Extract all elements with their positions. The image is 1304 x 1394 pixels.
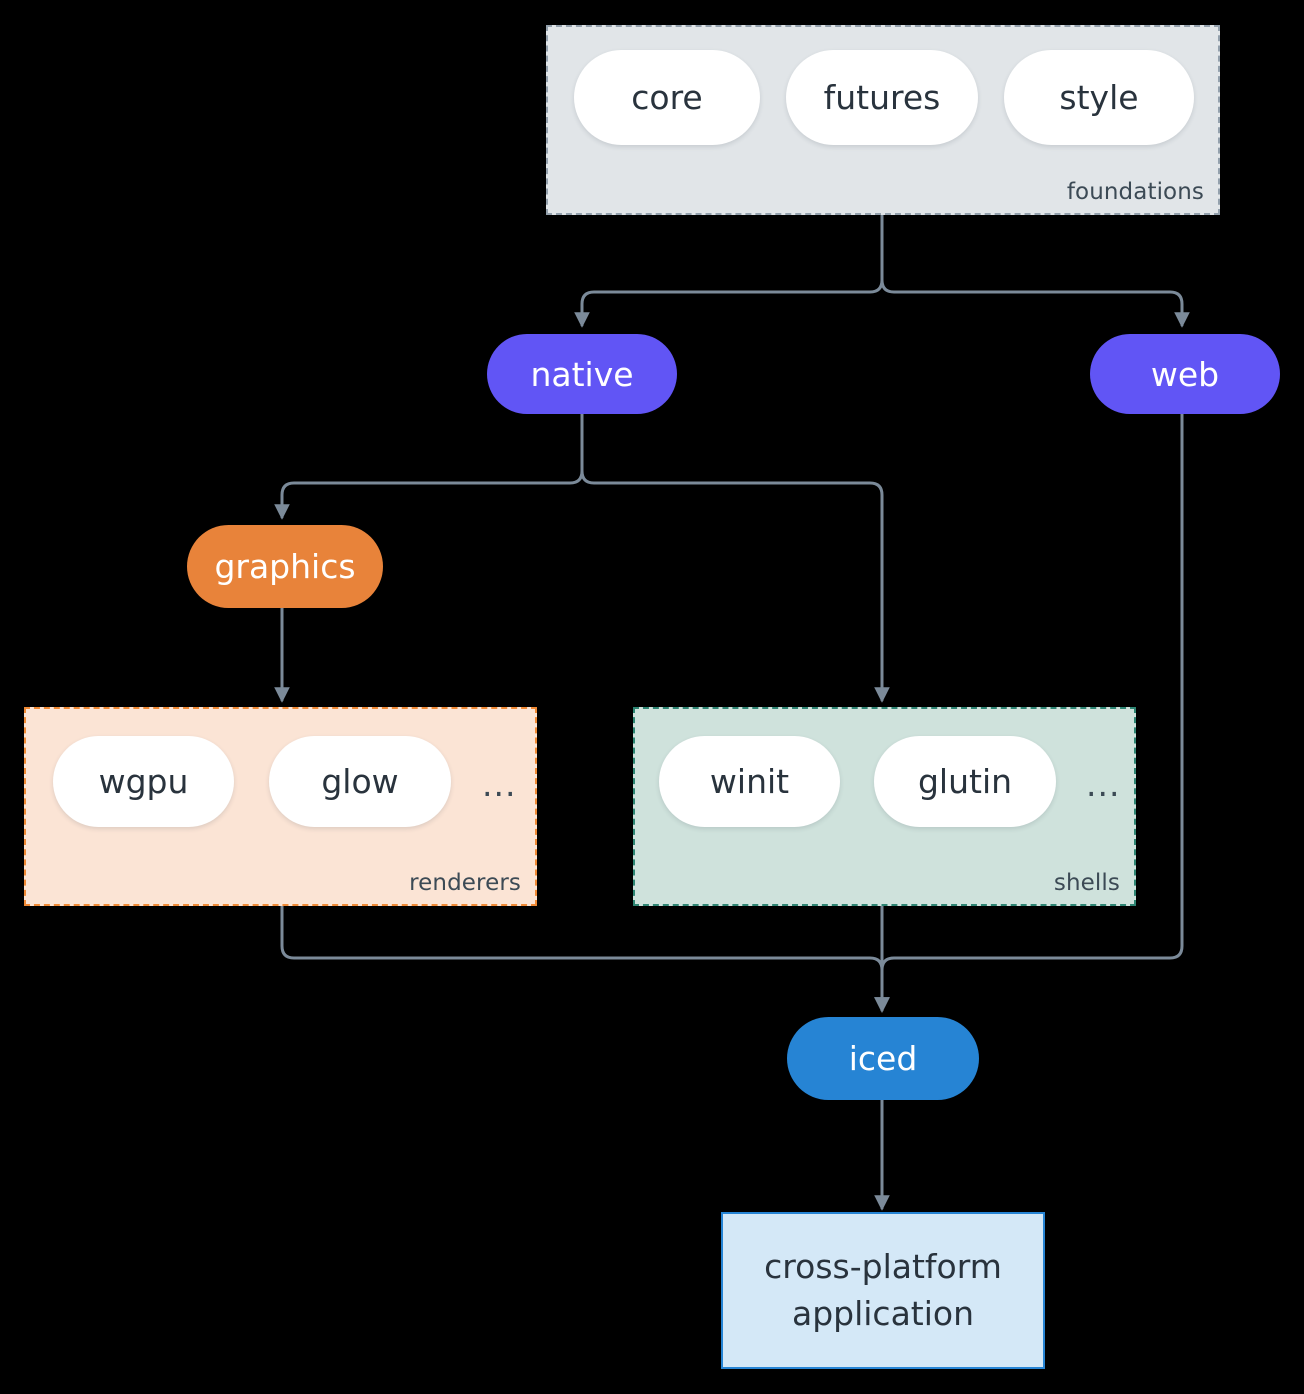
node-iced[interactable]: iced [787,1017,979,1100]
group-foundations-label: foundations [1066,179,1204,205]
pill-core[interactable]: core [574,50,760,145]
node-iced-label: iced [848,1039,918,1078]
node-cross-platform-application[interactable]: cross-platform application [721,1212,1045,1369]
pill-futures-label: futures [823,78,941,117]
pill-core-label: core [631,78,703,117]
node-native-label: native [530,354,634,394]
renderers-ellipsis: ... [482,765,517,804]
pill-winit-label: winit [709,762,790,801]
application-line-2: application [791,1293,975,1333]
shells-ellipsis: ... [1086,765,1121,804]
group-renderers-label: renderers [409,870,521,896]
pill-glow[interactable]: glow [269,736,451,827]
node-graphics-label: graphics [214,547,356,586]
node-native[interactable]: native [487,334,677,414]
edge-native-graphics [274,412,584,520]
pill-glutin[interactable]: glutin [874,736,1056,827]
node-web[interactable]: web [1090,334,1280,414]
pill-wgpu[interactable]: wgpu [53,736,234,827]
node-web-label: web [1150,354,1220,394]
edge-native-shells [580,412,890,703]
pill-glow-label: glow [321,762,399,801]
pill-futures[interactable]: futures [786,50,978,145]
pill-winit[interactable]: winit [659,736,840,827]
pill-wgpu-label: wgpu [98,762,189,801]
node-graphics[interactable]: graphics [187,525,383,608]
edge-foundations-native [574,214,884,328]
application-line-1: cross-platform [764,1246,1002,1286]
pill-glutin-label: glutin [917,762,1013,801]
edge-renderers-iced [280,904,890,1013]
pill-style[interactable]: style [1004,50,1194,145]
edge-foundations-web [880,214,1190,328]
group-shells-label: shells [1053,870,1120,896]
pill-style-label: style [1059,78,1139,117]
